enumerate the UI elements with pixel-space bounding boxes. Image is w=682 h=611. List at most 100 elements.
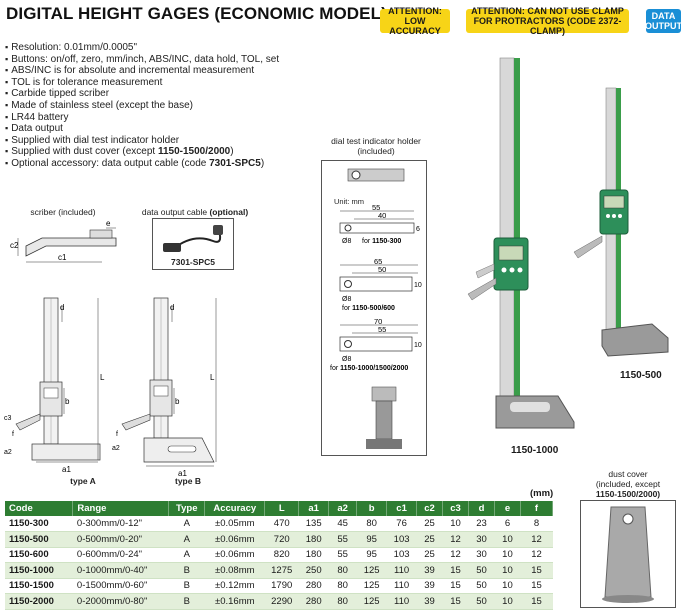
table-cell: 110 [386,578,417,594]
table-cell: 50 [468,593,495,610]
table-cell: 80 [356,516,387,532]
holder-1000-height: 10 [414,342,422,349]
page-title: DIGITAL HEIGHT GAGES (ECONOMIC MODEL) [6,4,387,23]
table-cell: 8 [520,516,553,532]
col-header: c1 [386,501,418,516]
table-cell: A [168,547,205,563]
table-cell: ±0.06mm [204,531,265,548]
table-cell: 39 [416,578,443,594]
feature-item: ABS/INC is for absolute and incremental … [5,65,279,77]
type-b-a2-label: a2 [112,445,120,452]
table-cell: 15 [520,593,553,610]
feature-item: Made of stainless steel (except the base… [5,100,279,112]
table-cell: 0-1000mm/0-40" [72,562,169,579]
table-cell: 10 [494,578,521,594]
table-cell: 76 [386,516,417,532]
table-cell: 0-2000mm/0-80" [72,593,169,610]
table-cell: 30 [468,531,495,548]
scriber-e-label: e [106,219,111,228]
type-b-d-label: d [170,303,174,312]
table-cell: 0-500mm/0-20" [72,531,169,548]
holder-panel: Unit: mm 55 40 6 Ø8 for 1150-300 65 50 1… [321,160,427,456]
table-cell: 55 [328,547,357,563]
table-cell: 250 [298,562,329,579]
col-header: Type [168,501,206,516]
col-header: L [264,501,300,516]
holder-500-dia: Ø8 [342,296,351,303]
holder-photo [366,386,402,449]
table-cell: 1150-1500 [5,578,73,594]
cable-caption: data output cable (optional) [141,207,249,217]
table-cell: 103 [386,531,417,548]
table-cell: 10 [494,531,521,548]
table-cell: B [168,562,205,579]
table-cell: 180 [298,547,329,563]
holder-500-height: 10 [414,282,422,289]
table-cell: 110 [386,562,417,579]
table-cell: ±0.06mm [204,547,265,563]
table-cell: 23 [468,516,495,532]
holder-unit: Unit: mm [334,197,364,206]
table-cell: 25 [416,547,443,563]
table-cell: 470 [264,516,299,532]
type-b-drawing: d L b a2 a1 f [112,297,217,478]
feature-item: Resolution: 0.01mm/0.0005" [5,42,279,54]
table-cell: 45 [328,516,357,532]
table-cell: 80 [328,578,357,594]
holder-300-outer: 55 [372,205,380,212]
table-cell: 95 [356,531,387,548]
table-cell: 280 [298,593,329,610]
product-label-1150-1000: 1150-1000 [511,445,559,456]
feature-list: Resolution: 0.01mm/0.0005" Buttons: on/o… [5,42,279,170]
table-cell: 95 [356,547,387,563]
col-header: Accuracy [204,501,266,516]
type-a-c3-label: c3 [4,415,12,422]
col-header: e [494,501,521,516]
feature-item: LR44 battery [5,112,279,124]
height-gage-small-image [573,87,669,357]
table-cell: 15 [442,562,469,579]
holder-300-for: for 1150-300 [362,238,401,245]
table-cell: 80 [328,562,357,579]
type-a-b-label: b [65,397,70,406]
holder-clamp-icon [347,168,405,182]
table-cell: 820 [264,547,299,563]
table-cell: B [168,593,205,610]
type-a-a1-label: a1 [62,465,71,474]
table-cell: 10 [442,516,469,532]
table-header-row: Code Range Type Accuracy L a1 a2 b c1 c2… [5,501,554,516]
table-unit: (mm) [530,488,554,499]
table-cell: 110 [386,593,417,610]
table-cell: ±0.12mm [204,578,265,594]
scriber-c1-label: c1 [58,253,67,262]
holder-1000-dia: Ø8 [342,356,351,363]
table-cell: 125 [356,578,387,594]
holder-caption: dial test indicator holder (included) [331,136,421,156]
table-cell: 0-300mm/0-12" [72,516,169,532]
col-header: c2 [416,501,444,516]
table-cell: A [168,516,205,532]
col-header: f [520,501,554,516]
dust-cover-image [602,506,654,603]
table-cell: 10 [494,593,521,610]
feature-item: Supplied with dust cover (except 1150-15… [5,146,279,158]
table-cell: ±0.08mm [204,562,265,579]
holder-1000-inner: 55 [378,325,386,334]
type-a-f-label: f [12,431,14,438]
table-cell: 280 [298,578,329,594]
col-header: b [356,501,388,516]
type-a-d-label: d [60,303,64,312]
spec-table: Code Range Type Accuracy L a1 a2 b c1 c2… [5,501,554,610]
table-cell: 12 [520,547,553,563]
scriber-c2-label: c2 [10,241,19,250]
table-cell: ±0.05mm [204,516,265,532]
holder-diagram-1000: 70 55 10 Ø8 for 1150-1000/1500/2000 [330,319,422,372]
table-cell: 15 [520,578,553,594]
table-cell: 39 [416,562,443,579]
table-cell: 1150-2000 [5,593,73,610]
